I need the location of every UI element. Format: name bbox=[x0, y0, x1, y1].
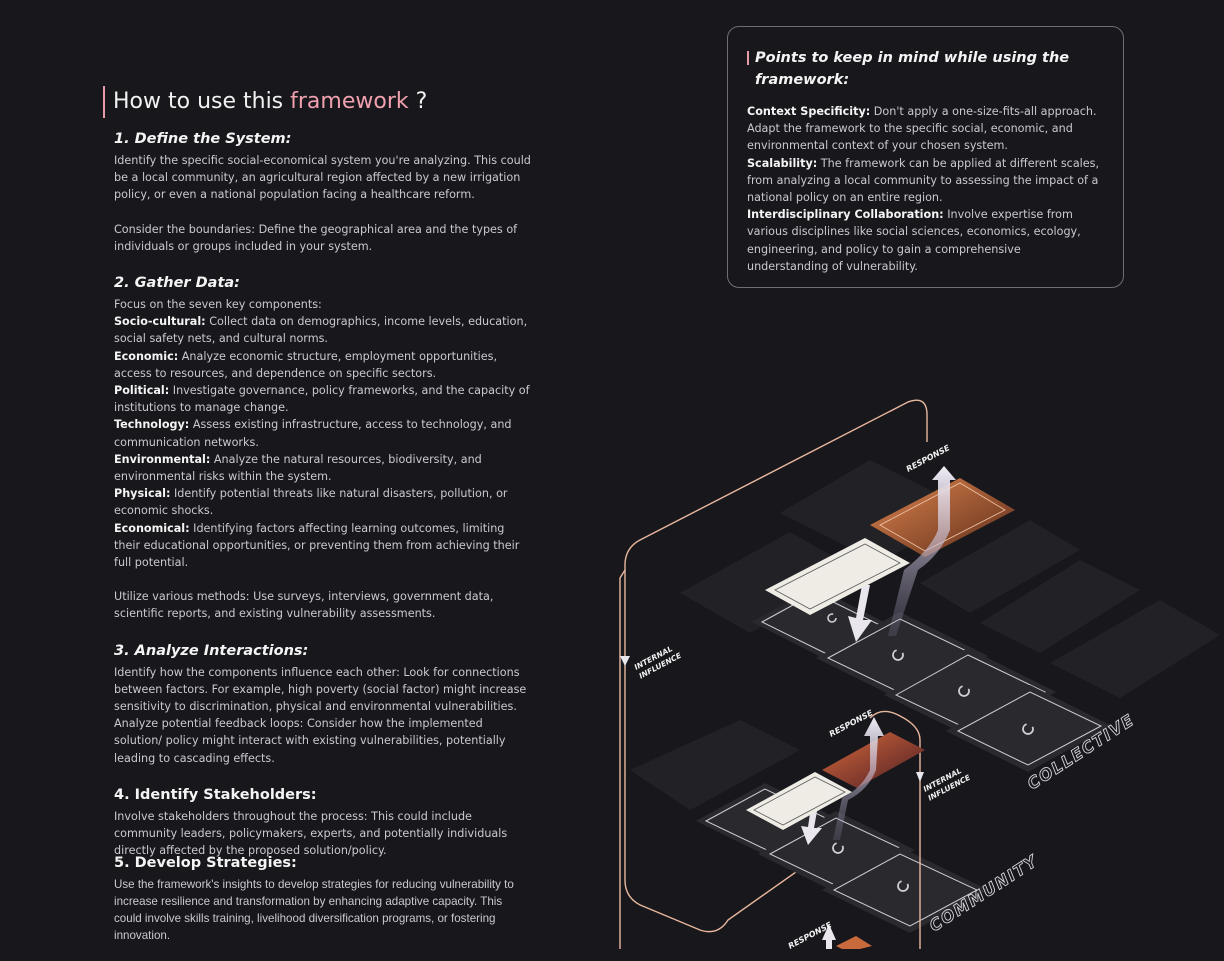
upper-internal-influence-label: INTERNAL INFLUENCE bbox=[633, 644, 684, 681]
upper-tile-grid bbox=[752, 587, 1112, 772]
lower-policy-card bbox=[746, 772, 852, 830]
framework-diagram: RESPONSE RESPONSE RESPONSE INTERNAL INFL… bbox=[619, 399, 1220, 949]
step-gather-data: 2. Gather Data: Focus on the seven key c… bbox=[114, 272, 532, 623]
component-label: Economic: bbox=[114, 349, 179, 363]
upper-arrows bbox=[848, 466, 956, 642]
step-paragraph: Involve stakeholders throughout the proc… bbox=[114, 809, 508, 858]
component-label: Technology: bbox=[114, 418, 190, 432]
note-item: Interdisciplinary Collaboration: Involve… bbox=[747, 206, 1104, 275]
component-item: Physical: Identify potential threats lik… bbox=[114, 485, 532, 519]
upper-frame-outline bbox=[624, 399, 928, 933]
lower-internal-influence-label: INTERNAL INFLUENCE bbox=[922, 766, 973, 803]
loop-icon bbox=[832, 842, 844, 854]
note-label: Context Specificity: bbox=[747, 105, 871, 118]
component-item: Environmental: Analyze the natural resou… bbox=[114, 451, 532, 485]
step-paragraph: Identify the specific social-economical … bbox=[114, 154, 531, 202]
notes-panel: Points to keep in mind while using the f… bbox=[727, 26, 1124, 288]
component-label: Environmental: bbox=[114, 452, 211, 466]
ghost-tiles bbox=[630, 460, 1220, 810]
frame-arrowhead bbox=[620, 656, 630, 666]
left-frame-outline bbox=[619, 569, 626, 949]
title-suffix: ? bbox=[408, 89, 428, 114]
component-item: Socio-cultural: Collect data on demograp… bbox=[114, 313, 532, 347]
step-develop-strategies: 5. Develop Strategies: Use the framework… bbox=[114, 852, 532, 945]
usage-guide: 1. Define the System: Identify the speci… bbox=[114, 128, 532, 961]
note-item: Context Specificity: Don't apply a one-s… bbox=[747, 103, 1104, 155]
component-label: Economical: bbox=[114, 521, 190, 535]
step-identify-stakeholders: 4. Identify Stakeholders: Involve stakeh… bbox=[114, 784, 532, 860]
bottom-orange-card bbox=[836, 936, 872, 949]
frame-arrowhead bbox=[916, 772, 924, 782]
step-heading: 1. Define the System: bbox=[114, 131, 292, 147]
component-text: Investigate governance, policy framework… bbox=[114, 384, 530, 415]
loop-icon bbox=[827, 613, 837, 623]
note-item: Scalability: The framework can be applie… bbox=[747, 155, 1104, 207]
tile bbox=[946, 685, 1112, 772]
component-text: Analyze economic structure, employment o… bbox=[114, 349, 498, 380]
response-arrow bbox=[888, 466, 956, 636]
step-heading: 4. Identify Stakeholders: bbox=[114, 786, 317, 803]
lower-tile-grid bbox=[696, 783, 988, 933]
notes-heading: Points to keep in mind while using the f… bbox=[747, 47, 1104, 91]
note-text: The framework can be applied at differen… bbox=[747, 156, 1100, 205]
step-paragraph: Identify how the components influence ea… bbox=[114, 665, 527, 714]
lower-frame-outline bbox=[869, 710, 921, 949]
note-label: Scalability: bbox=[747, 156, 818, 170]
note-label: Interdisciplinary Collaboration: bbox=[747, 208, 944, 222]
down-arrow bbox=[848, 585, 872, 642]
loop-icon bbox=[892, 649, 904, 661]
response-arrow bbox=[833, 717, 884, 840]
title-accent: framework bbox=[290, 89, 409, 114]
note-text: Involve expertise from various disciplin… bbox=[747, 208, 1081, 273]
page-title: How to use this framework ? bbox=[103, 86, 427, 118]
component-label: Physical: bbox=[114, 487, 171, 501]
step-heading: 5. Develop Strategies: bbox=[114, 854, 297, 871]
step-analyze-interactions: 3. Analyze Interactions: Identify how th… bbox=[114, 640, 532, 767]
component-text: Collect data on demographics, income lev… bbox=[114, 315, 528, 346]
tile bbox=[822, 847, 988, 933]
step-define-system: 1. Define the System: Identify the speci… bbox=[114, 128, 532, 255]
component-item: Economic: Analyze economic structure, em… bbox=[114, 348, 532, 382]
component-text: Analyze the natural resources, biodivers… bbox=[114, 452, 482, 484]
step-paragraph: Consider the boundaries: Define the geog… bbox=[114, 222, 518, 253]
loop-icon bbox=[1022, 723, 1034, 735]
component-item: Political: Investigate governance, polic… bbox=[114, 382, 532, 416]
component-item: Economical: Identifying factors affectin… bbox=[114, 520, 532, 572]
loop-icon bbox=[897, 880, 909, 892]
component-label: Socio-cultural: bbox=[114, 315, 206, 329]
step-intro: Focus on the seven key components: bbox=[114, 298, 322, 312]
bottom-response-arrow bbox=[822, 924, 836, 949]
component-text: Identifying factors affecting learning o… bbox=[114, 521, 520, 570]
step-paragraph: Analyze potential feedback loops: Consid… bbox=[114, 717, 506, 765]
component-item: Technology: Assess existing infrastructu… bbox=[114, 416, 532, 450]
component-label: Political: bbox=[114, 384, 170, 398]
step-heading: 3. Analyze Interactions: bbox=[114, 642, 309, 659]
step-paragraph: Use the framework's insights to develop … bbox=[114, 877, 514, 943]
note-text: Don't apply a one-size-fits-all approach… bbox=[747, 105, 1097, 153]
component-text: Assess existing infrastructure, access t… bbox=[114, 418, 512, 449]
component-text: Identify potential threats like natural … bbox=[114, 487, 508, 518]
upper-policy-card bbox=[765, 538, 910, 615]
title-prefix: How to use this bbox=[113, 89, 291, 114]
loop-icon bbox=[958, 685, 970, 697]
step-outro: Utilize various methods: Use surveys, in… bbox=[114, 590, 494, 621]
step-heading: 2. Gather Data: bbox=[114, 275, 240, 292]
